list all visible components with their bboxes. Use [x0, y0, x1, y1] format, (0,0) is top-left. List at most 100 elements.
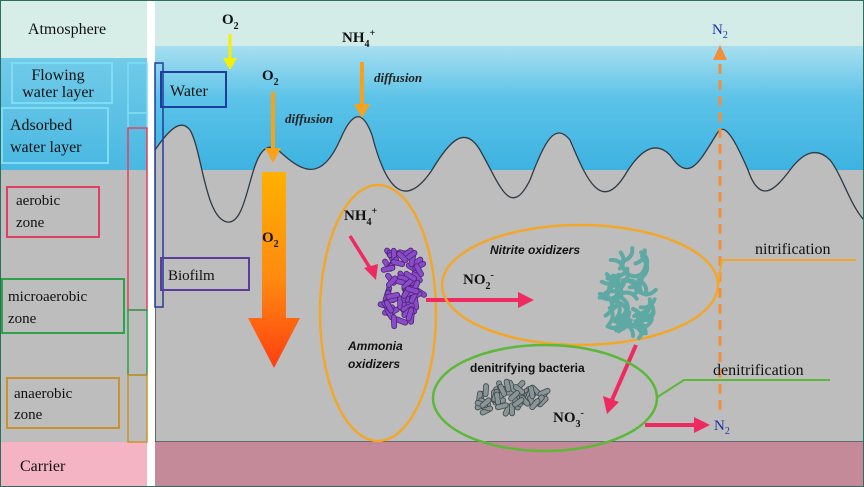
species-n2-bottom: N2 [714, 418, 730, 437]
nitriteCluster-cell [631, 277, 642, 297]
nitriteCluster-cell [615, 310, 632, 326]
svg-text:N2: N2 [714, 418, 730, 437]
species-o2-atmosphere: O2 [222, 12, 239, 32]
ammoniaCluster-cell [385, 275, 398, 288]
flowing-water-label-2: water layer [22, 84, 94, 101]
svg-text:O2: O2 [262, 68, 279, 88]
nitrite-to-nitrate-arrow [610, 344, 638, 401]
species-o2-water: O2 [262, 68, 279, 88]
ammonia-oxidizers-label-2: oxidizers [348, 357, 400, 371]
biofilm-box [160, 257, 250, 291]
anaerobic-zone-box [6, 377, 120, 429]
denitCluster-cell [503, 378, 512, 393]
nitriteCluster-cell [608, 258, 626, 272]
nitriteCluster-cell [637, 287, 658, 297]
nitrite-oxidizer-cluster [597, 246, 658, 341]
ammonia-oxidizers-label-1: Ammonia [347, 339, 403, 353]
left-panel-divider [147, 0, 155, 487]
nitriteCluster-cell [616, 313, 626, 334]
aerobic-zone-label-2: zone [16, 215, 45, 231]
nitriteCluster-cell [605, 276, 620, 294]
ammoniaCluster-cell [380, 264, 396, 273]
adsorbed-water-label-1: Adsorbed [10, 117, 72, 134]
nitriteCluster-cell [637, 302, 652, 320]
ammoniaCluster-cell [405, 307, 415, 322]
svg-text:O2: O2 [222, 12, 239, 32]
nitriteCluster-cell [626, 268, 647, 279]
nitriteCluster-cell [633, 319, 648, 336]
diffusion-o2-label: diffusion [285, 111, 333, 126]
denitCluster-cell [495, 402, 509, 411]
nh4-to-ammonia-arrow [348, 235, 372, 269]
nitrite-oxidizers-label: Nitrite oxidizers [490, 243, 580, 257]
aerobic-zone-label-1: aerobic [16, 193, 60, 209]
species-nh4-top: NH4+ [342, 28, 376, 50]
flowing-water-label-1: Flowing [31, 67, 84, 84]
o2-gradient-arrow [248, 172, 300, 368]
adsorbed-water-box [1, 107, 109, 164]
ammonia-oxidizer-cluster [377, 247, 427, 330]
nitriteCluster-cell [619, 290, 639, 301]
carrier-label: Carrier [20, 458, 66, 475]
microaerobic-zone-label-2: zone [8, 311, 37, 327]
ammoniaCluster-cell [405, 285, 420, 295]
left-atmosphere [0, 0, 147, 58]
microaerobic-zone-label-1: microaerobic [8, 289, 87, 305]
water-box [160, 71, 227, 108]
denitrifier-cluster [474, 378, 551, 417]
denitCluster-cell [497, 383, 507, 397]
svg-text:NO3-: NO3- [553, 408, 584, 430]
species-no3: NO3- [553, 408, 584, 430]
ammoniaCluster-cell [413, 263, 424, 278]
ammoniaCluster-cell [390, 314, 398, 330]
nitrite-to-nitrate-arrowhead [603, 396, 619, 414]
denitCluster-cell [494, 391, 501, 406]
denitCluster-cell [528, 385, 536, 400]
bracket-anaerobic [127, 374, 148, 443]
adsorbed-water-label-2: water layer [10, 139, 82, 156]
atmosphere-label: Atmosphere [28, 21, 106, 38]
nitriteCluster-cell [611, 266, 630, 279]
denitrifying-bacteria-label: denitrifying bacteria [470, 361, 585, 375]
nitriteCluster-cell [620, 278, 638, 291]
svg-text:N2: N2 [712, 22, 728, 41]
anaerobic-zone-label-1: anaerobic [14, 386, 73, 402]
o2-diffusion-arrowhead [265, 148, 281, 163]
denitCluster-cell [508, 390, 520, 402]
svg-text:NH4+: NH4+ [342, 28, 376, 50]
diffusion-nh4-label: diffusion [374, 70, 422, 85]
ammoniaCluster-cell [385, 292, 401, 300]
nitriteCluster-cell [609, 287, 624, 305]
microaerobic-zone-box [1, 278, 125, 334]
denitCluster-cell [512, 397, 525, 408]
o2-atmosphere-arrowhead [223, 58, 237, 70]
water-label: Water [170, 83, 208, 100]
nitriteCluster-cell [620, 246, 635, 264]
svg-text:O2: O2 [262, 230, 279, 250]
aerobic-zone-box [6, 186, 100, 238]
denitrification-label: denitrification [713, 362, 804, 379]
denitrification-callout [655, 379, 830, 399]
svg-text:NO2-: NO2- [463, 270, 494, 292]
n2-release-arrowhead [713, 45, 727, 60]
species-n2-top: N2 [712, 22, 728, 41]
nh4-to-ammonia-arrowhead [364, 264, 378, 280]
ammonia-oxidizer-ellipse [318, 183, 438, 443]
ammoniaCluster-cell [383, 299, 394, 314]
biofilm-surface [154, 116, 864, 443]
nitriteCluster-cell [625, 323, 644, 336]
water-bracket [154, 62, 164, 308]
species-o2-biofilm: O2 [262, 230, 279, 250]
ammoniaCluster-cell [390, 259, 406, 267]
denitCluster-cell [479, 397, 492, 409]
ammoniaCluster-cell [403, 270, 418, 282]
denitCluster-cell [482, 383, 489, 398]
species-nh4-biofilm: NH4+ [344, 206, 378, 228]
ammoniaCluster-cell [396, 250, 409, 264]
species-no2: NO2- [463, 270, 494, 292]
nitrification-label: nitrification [755, 241, 831, 258]
flowing-water-box [11, 62, 113, 104]
denitCluster-cell [529, 398, 541, 411]
svg-text:NH4+: NH4+ [344, 206, 378, 228]
